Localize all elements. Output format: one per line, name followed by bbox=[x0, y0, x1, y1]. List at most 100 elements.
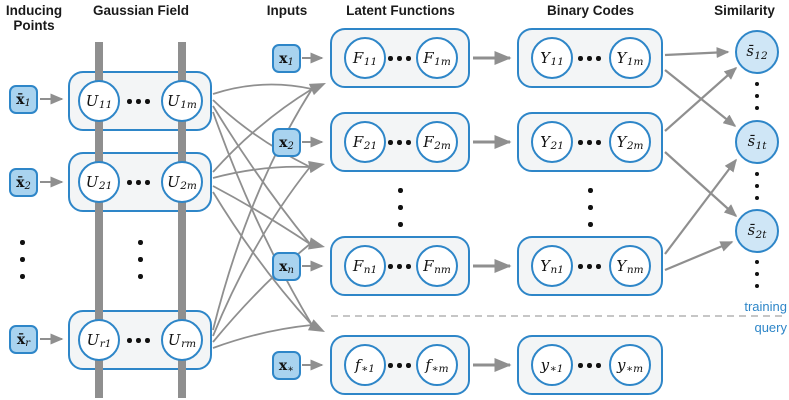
node-label: s̄ bbox=[746, 43, 754, 60]
node-label: x bbox=[279, 134, 288, 151]
input-node-xstar: x∗ bbox=[272, 351, 301, 380]
ellipsis-dots-vertical bbox=[755, 260, 759, 264]
similarity-node-s1t: s̄1t bbox=[735, 120, 779, 164]
node-sub: r1 bbox=[99, 337, 112, 350]
node-label: Y bbox=[540, 132, 551, 151]
node-label: s̄ bbox=[747, 133, 756, 150]
node-sub: r bbox=[25, 337, 31, 349]
header-inputs: Inputs bbox=[266, 3, 308, 18]
latent-to-binary-arrows bbox=[473, 51, 512, 372]
node-sub: 1m bbox=[180, 98, 197, 111]
inducing-node-xr: x̄r bbox=[9, 325, 38, 354]
node-sub: 1m bbox=[434, 55, 451, 68]
node-label: f bbox=[355, 355, 361, 374]
node-sub: 11 bbox=[550, 55, 564, 68]
header-latent-functions: Latent Functions bbox=[346, 3, 455, 18]
node-label: U bbox=[85, 172, 99, 191]
node-label: s̄ bbox=[747, 222, 756, 239]
node-sub: rm bbox=[181, 337, 197, 350]
node-sub: ∗ bbox=[287, 363, 295, 375]
node-label: Y bbox=[616, 48, 627, 67]
ellipsis-dots bbox=[578, 363, 583, 368]
inducing-node-x2: x̄2 bbox=[9, 168, 38, 197]
ellipsis-dots bbox=[127, 180, 132, 185]
header-gaussian-field: Gaussian Field bbox=[92, 3, 190, 18]
ellipsis-dots bbox=[578, 140, 583, 145]
ellipsis-dots-vertical bbox=[755, 82, 759, 86]
node-sub: n1 bbox=[550, 263, 564, 276]
node-ystar1: y∗1 bbox=[531, 344, 573, 386]
ellipsis-dots bbox=[127, 99, 132, 104]
header-inducing-line1: Inducing bbox=[5, 3, 63, 18]
ellipsis-dots-vertical bbox=[138, 240, 143, 245]
node-sub: 1m bbox=[626, 55, 644, 68]
header-inducing-points: Inducing Points bbox=[0, 3, 70, 33]
node-label: x̄ bbox=[16, 174, 25, 191]
node-sub: n bbox=[287, 264, 294, 276]
node-label: x bbox=[278, 357, 288, 374]
similarity-node-s12: s̄12 bbox=[735, 30, 779, 74]
node-label: F bbox=[423, 132, 434, 151]
node-label: Y bbox=[616, 132, 627, 151]
node-sub: ∗m bbox=[431, 362, 449, 375]
node-label: y bbox=[540, 355, 550, 374]
node-sub: ∗m bbox=[625, 362, 644, 375]
node-label: U bbox=[167, 172, 180, 191]
node-label: F bbox=[352, 256, 364, 275]
converging-arrowheads bbox=[307, 83, 326, 332]
ellipsis-dots bbox=[388, 140, 393, 145]
node-sub: 21 bbox=[363, 139, 378, 152]
node-label: Y bbox=[540, 48, 551, 67]
similarity-node-s2t: s̄2t bbox=[735, 209, 779, 253]
node-sub: ∗1 bbox=[361, 362, 375, 375]
node-sub: 21 bbox=[550, 139, 564, 152]
node-sub: 2t bbox=[755, 228, 767, 241]
node-sub: 2m bbox=[180, 179, 197, 192]
node-label: f bbox=[425, 355, 431, 374]
node-sub: 2 bbox=[24, 180, 31, 192]
node-sub: 2 bbox=[287, 140, 294, 152]
node-sub: 11 bbox=[98, 98, 113, 111]
node-sub: 21 bbox=[98, 179, 113, 192]
node-sub: n1 bbox=[363, 263, 378, 276]
node-sub: 1 bbox=[24, 97, 31, 109]
node-sub: 12 bbox=[754, 49, 768, 62]
ellipsis-dots-vertical bbox=[588, 188, 593, 193]
node-sub: 11 bbox=[363, 55, 378, 68]
node-sub: ∗1 bbox=[549, 362, 564, 375]
node-sub: 1 bbox=[287, 56, 294, 68]
header-binary-codes: Binary Codes bbox=[546, 3, 635, 18]
field-rail-right bbox=[178, 42, 186, 398]
field-to-latent-curves bbox=[212, 83, 313, 349]
inducing-node-x1: x̄1 bbox=[9, 85, 38, 114]
inducing-to-field-arrows bbox=[40, 93, 64, 345]
node-sub: nm bbox=[626, 263, 644, 276]
ellipsis-dots bbox=[388, 56, 393, 61]
node-sub: 2m bbox=[434, 139, 451, 152]
ellipsis-dots bbox=[578, 56, 583, 61]
header-similarity: Similarity bbox=[714, 3, 775, 18]
node-label: Y bbox=[616, 256, 627, 275]
node-label: F bbox=[352, 48, 364, 67]
node-label: x̄ bbox=[16, 91, 25, 108]
ellipsis-dots bbox=[578, 264, 583, 269]
ellipsis-dots-vertical bbox=[20, 240, 25, 245]
query-label: query bbox=[754, 320, 787, 335]
node-label: U bbox=[85, 91, 99, 110]
node-label: F bbox=[423, 256, 434, 275]
